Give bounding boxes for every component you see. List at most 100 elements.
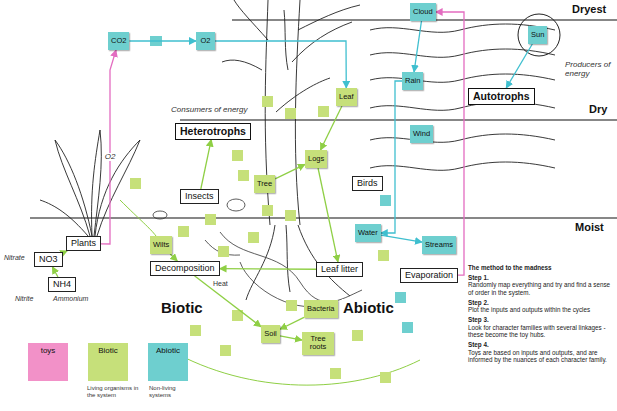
group-box: Autotrophs: [468, 88, 535, 105]
zone-label: Dryest: [571, 3, 607, 16]
illustration-path: [220, 232, 362, 302]
flow-arrow: [381, 81, 402, 233]
edge-label: O2: [104, 153, 117, 162]
illustration-path: [234, 0, 268, 40]
illustration-path: [284, 10, 288, 70]
legend-note: Living organisms in the system: [86, 385, 140, 399]
illustration-path: [370, 134, 555, 142]
zone-label: Moist: [574, 221, 605, 234]
chemical-label: Nitrate: [3, 254, 26, 262]
illustration-path: [265, 0, 270, 225]
legend-text: toys: [30, 346, 66, 355]
zone-dividers: [30, 20, 617, 218]
flow-arrow: [129, 40, 196, 41]
legend-swatch: Biotic: [88, 343, 128, 381]
node-text: Water: [358, 229, 378, 237]
node-text: O2: [200, 37, 210, 45]
group-box: Heterotrophs: [175, 123, 251, 140]
illustration-path: [120, 200, 156, 236]
sun-ring: [518, 14, 560, 56]
node-text: CO2: [111, 37, 126, 45]
abiotic-note: Cloud: [410, 3, 436, 21]
illustration-ellipse: [153, 211, 167, 219]
node-text: NO3: [39, 254, 58, 265]
node-text: Wind: [413, 130, 430, 138]
node-text: Plants: [71, 238, 96, 249]
note-text: Toys are based on inputs and outputs, an…: [468, 349, 614, 364]
concept-box: NH4: [48, 277, 76, 292]
illustration-rect: [380, 372, 391, 383]
annotation: Consumers of energy: [170, 105, 248, 114]
node-text: Logs: [308, 155, 324, 163]
illustration-path: [92, 130, 102, 236]
annotation: Producers of energy: [564, 60, 614, 78]
legend-swatch: Abiotic: [148, 343, 188, 381]
note-heading: The method to the madness: [468, 264, 614, 272]
node-text: Cloud: [413, 8, 433, 16]
illustration-rect: [395, 292, 406, 303]
abiotic-note: Wind: [410, 125, 433, 143]
illustration-rect: [262, 205, 273, 216]
flow-arrow: [170, 254, 177, 261]
abiotic-note: Water: [355, 224, 381, 242]
connectors: [52, 12, 532, 340]
legend-text: Abiotic: [150, 346, 186, 355]
small-notes: [130, 36, 413, 383]
illustration-line: [30, 217, 617, 218]
note-text: Randomly map everything and try and find…: [468, 281, 614, 296]
flow-arrow: [436, 12, 464, 275]
illustration-rect: [380, 195, 391, 206]
node-text: Soil: [264, 330, 277, 338]
method-notes: The method to the madnessStep 1.Randomly…: [468, 262, 614, 364]
illustration-path: [55, 140, 92, 236]
concept-box: Evaporation: [400, 268, 458, 283]
biotic-note: Soil: [261, 325, 280, 343]
abiotic-note: Sun: [528, 26, 547, 44]
illustration-path: [40, 200, 88, 236]
wind-waves: [370, 24, 555, 170]
illustration-rect: [218, 246, 229, 257]
illustration-rect: [190, 325, 201, 336]
node-text: Rain: [405, 77, 420, 85]
biotic-note: Wilts: [150, 236, 172, 254]
flow-arrow: [321, 106, 342, 150]
legend-note: Non-living systems: [148, 385, 194, 399]
illustration-rect: [352, 330, 363, 341]
illustration-path: [370, 102, 555, 110]
biotic-note: Leaf: [336, 88, 357, 106]
note-text: Look for character families with several…: [468, 324, 614, 339]
illustration-path: [286, 225, 290, 292]
biotic-note: Bacteria: [304, 300, 338, 318]
illustration-rect: [285, 210, 296, 221]
illustration-path: [246, 225, 275, 300]
flow-arrow: [280, 336, 302, 340]
illustration-path: [295, 0, 300, 225]
illustration-line: [232, 19, 617, 20]
region-label: Biotic: [160, 299, 204, 316]
illustration-rect: [402, 322, 413, 333]
flow-arrow: [220, 268, 316, 270]
legend-swatch: toys: [28, 343, 68, 381]
node-text: Autotrophs: [473, 90, 530, 103]
ground-drawing: [153, 199, 362, 307]
flow-arrow: [280, 317, 304, 329]
concept-box: Birds: [352, 176, 383, 191]
illustration-rect: [178, 226, 189, 237]
flow-arrow: [201, 140, 211, 189]
flow-arrow: [318, 168, 338, 262]
illustration-path: [370, 24, 555, 32]
flow-arrow: [63, 251, 68, 253]
illustration-path: [298, 5, 360, 30]
note-text: Plot the inputs and outputs within the c…: [468, 306, 614, 314]
flow-arrow: [381, 235, 422, 242]
abiotic-note: CO2: [108, 32, 129, 50]
concept-box: Plants: [66, 236, 101, 251]
illustration-rect: [378, 250, 389, 261]
illustration-line: [180, 119, 617, 120]
flow-arrow: [414, 21, 421, 72]
note-heading: Step 4.: [468, 341, 614, 349]
tree-drawing: [222, 0, 360, 300]
node-text: Leaf litter: [321, 264, 358, 275]
decorative-curves: [120, 200, 420, 385]
